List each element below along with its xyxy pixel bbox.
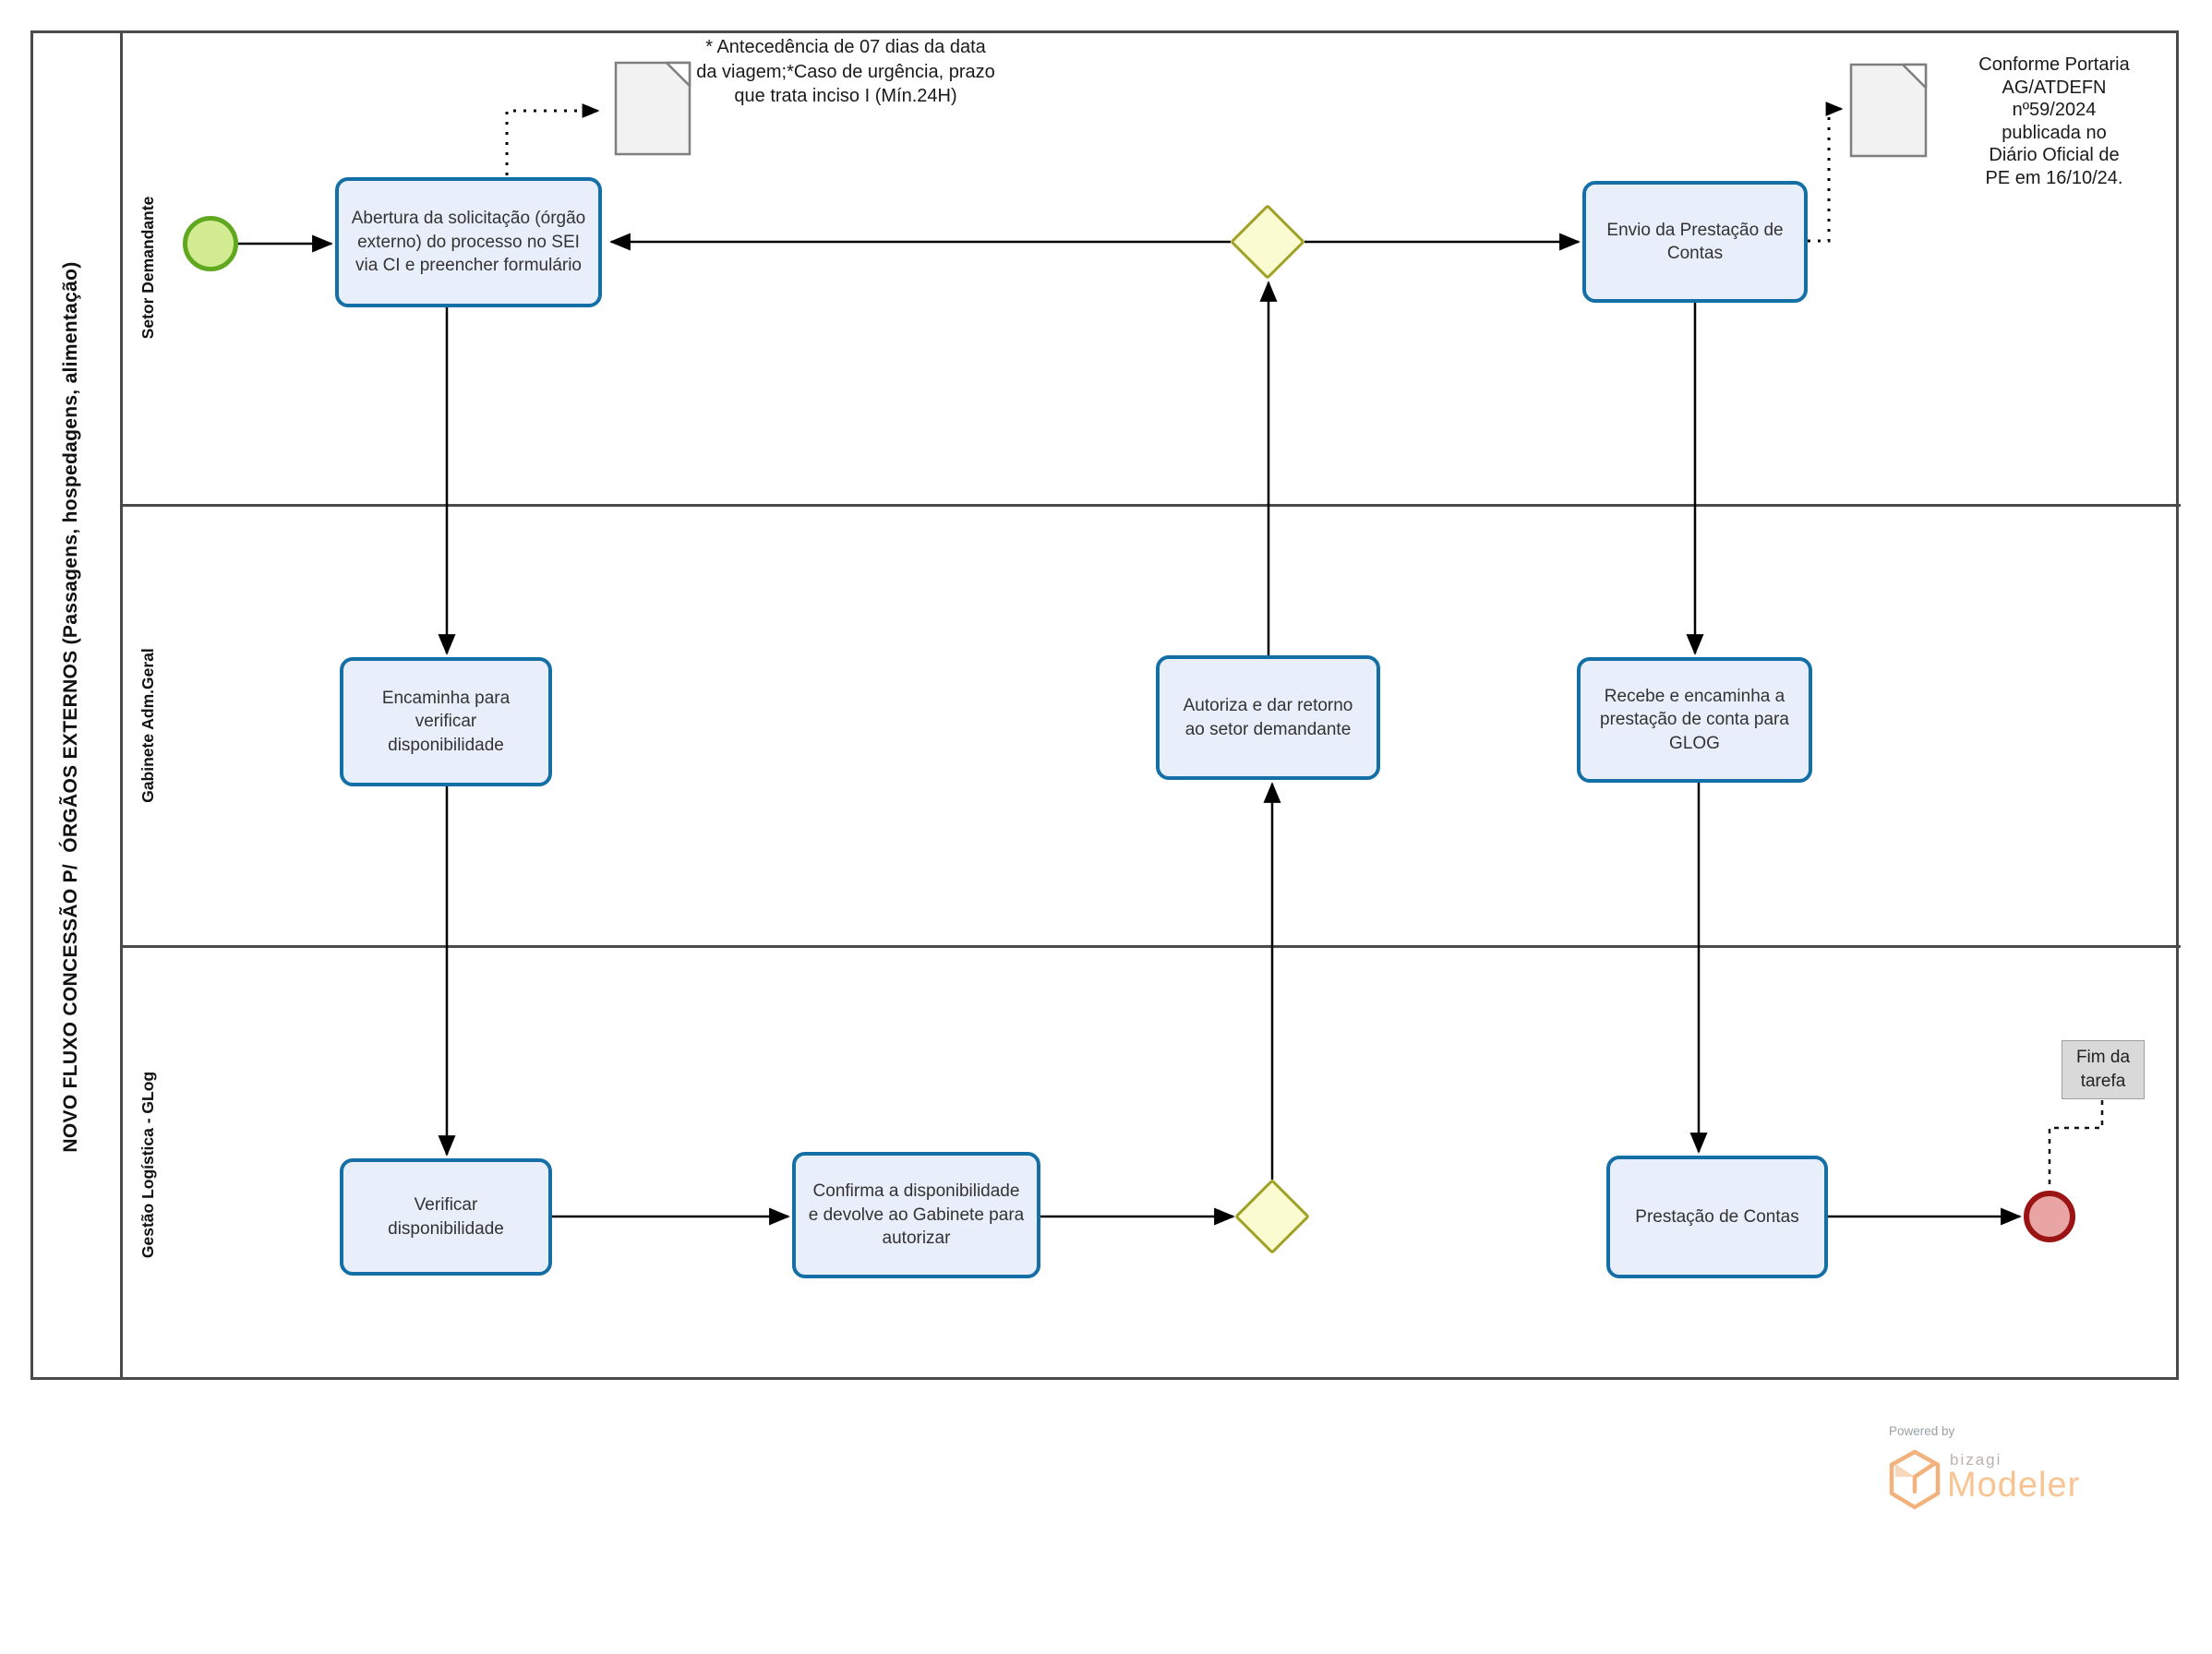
task-prestacao-contas[interactable]: Prestação de Contas xyxy=(1606,1156,1828,1278)
pool-title: NOVO FLUXO CONCESSÃO P/ ÓRGÃOS EXTERNOS … xyxy=(60,261,81,1153)
pool-title-divider xyxy=(120,30,123,1380)
task-label: Confirma a disponibilidade e devolve ao … xyxy=(808,1181,1025,1249)
powered-by-text: Powered by xyxy=(1889,1424,1955,1438)
annotation-line: Conforme Portaria xyxy=(1978,54,2130,75)
end-event[interactable] xyxy=(2024,1191,2075,1242)
task-verificar-disponibilidade[interactable]: Verificar disponibilidade xyxy=(340,1158,552,1276)
bizagi-logo-icon xyxy=(1889,1449,1941,1510)
lane-label-setor-demandante: Setor Demandante xyxy=(138,196,157,340)
task-label: Autoriza e dar retorno ao setor demandan… xyxy=(1183,696,1353,739)
annotation-line: nº59/2024 xyxy=(2012,100,2097,121)
task-confirma-disponibilidade[interactable]: Confirma a disponibilidade e devolve ao … xyxy=(792,1152,1040,1278)
task-label: Verificar disponibilidade xyxy=(388,1195,504,1239)
annotation-portaria[interactable]: Conforme Portaria AG/ATDEFN nº59/2024 pu… xyxy=(1966,54,2142,190)
bizagi-product-text: Modeler xyxy=(1947,1466,2081,1504)
task-autoriza-retorno[interactable]: Autoriza e dar retorno ao setor demandan… xyxy=(1156,655,1380,780)
annotation-line: que trata inciso I (Mín.24H) xyxy=(734,86,957,107)
task-recebe-encaminha-glog[interactable]: Recebe e encaminha a prestação de conta … xyxy=(1577,657,1812,783)
start-event[interactable] xyxy=(183,216,238,271)
annotation-prazo[interactable]: * Antecedência de 07 dias da data da via… xyxy=(683,35,1008,109)
annotation-line: publicada no xyxy=(2002,122,2107,143)
annotation-line: Diário Oficial de xyxy=(1989,145,2120,166)
lane-label-gestao-logistica-glog: Gestão Logística - GLog xyxy=(138,1071,157,1259)
task-label: Encaminha para verificar disponibilidade xyxy=(381,688,511,755)
lane-divider-1 xyxy=(120,504,2181,507)
annotation-line: * Antecedência de 07 dias da data xyxy=(705,37,986,57)
fim-label-text: Fim da tarefa xyxy=(2075,1048,2131,1091)
annotation-line: PE em 16/10/24. xyxy=(1985,167,2123,188)
task-encaminha-verificar[interactable]: Encaminha para verificar disponibilidade xyxy=(340,657,552,786)
task-label: Abertura da solicitação (órgão externo) … xyxy=(351,209,586,276)
task-label: Prestação de Contas xyxy=(1635,1206,1799,1227)
lane-divider-2 xyxy=(120,945,2181,948)
annotation-line: AG/ATDEFN xyxy=(2002,77,2107,98)
process-pool xyxy=(30,30,2179,1380)
annotation-line: da viagem;*Caso de urgência, prazo xyxy=(696,61,995,82)
fim-da-tarefa-label[interactable]: Fim da tarefa xyxy=(2062,1040,2145,1099)
annotation-document-icon[interactable] xyxy=(1849,63,1928,158)
task-abertura-solicitacao[interactable]: Abertura da solicitação (órgão externo) … xyxy=(335,177,602,307)
task-envio-prestacao-contas[interactable]: Envio da Prestação de Contas xyxy=(1582,181,1808,303)
annotation-document-icon[interactable] xyxy=(614,61,691,156)
task-label: Recebe e encaminha a prestação de conta … xyxy=(1600,686,1789,753)
lane-label-gabinete-adm-geral: Gabinete Adm.Geral xyxy=(138,648,157,803)
bizagi-brand-text: bizagi xyxy=(1950,1451,2002,1468)
task-label: Envio da Prestação de Contas xyxy=(1606,220,1784,263)
